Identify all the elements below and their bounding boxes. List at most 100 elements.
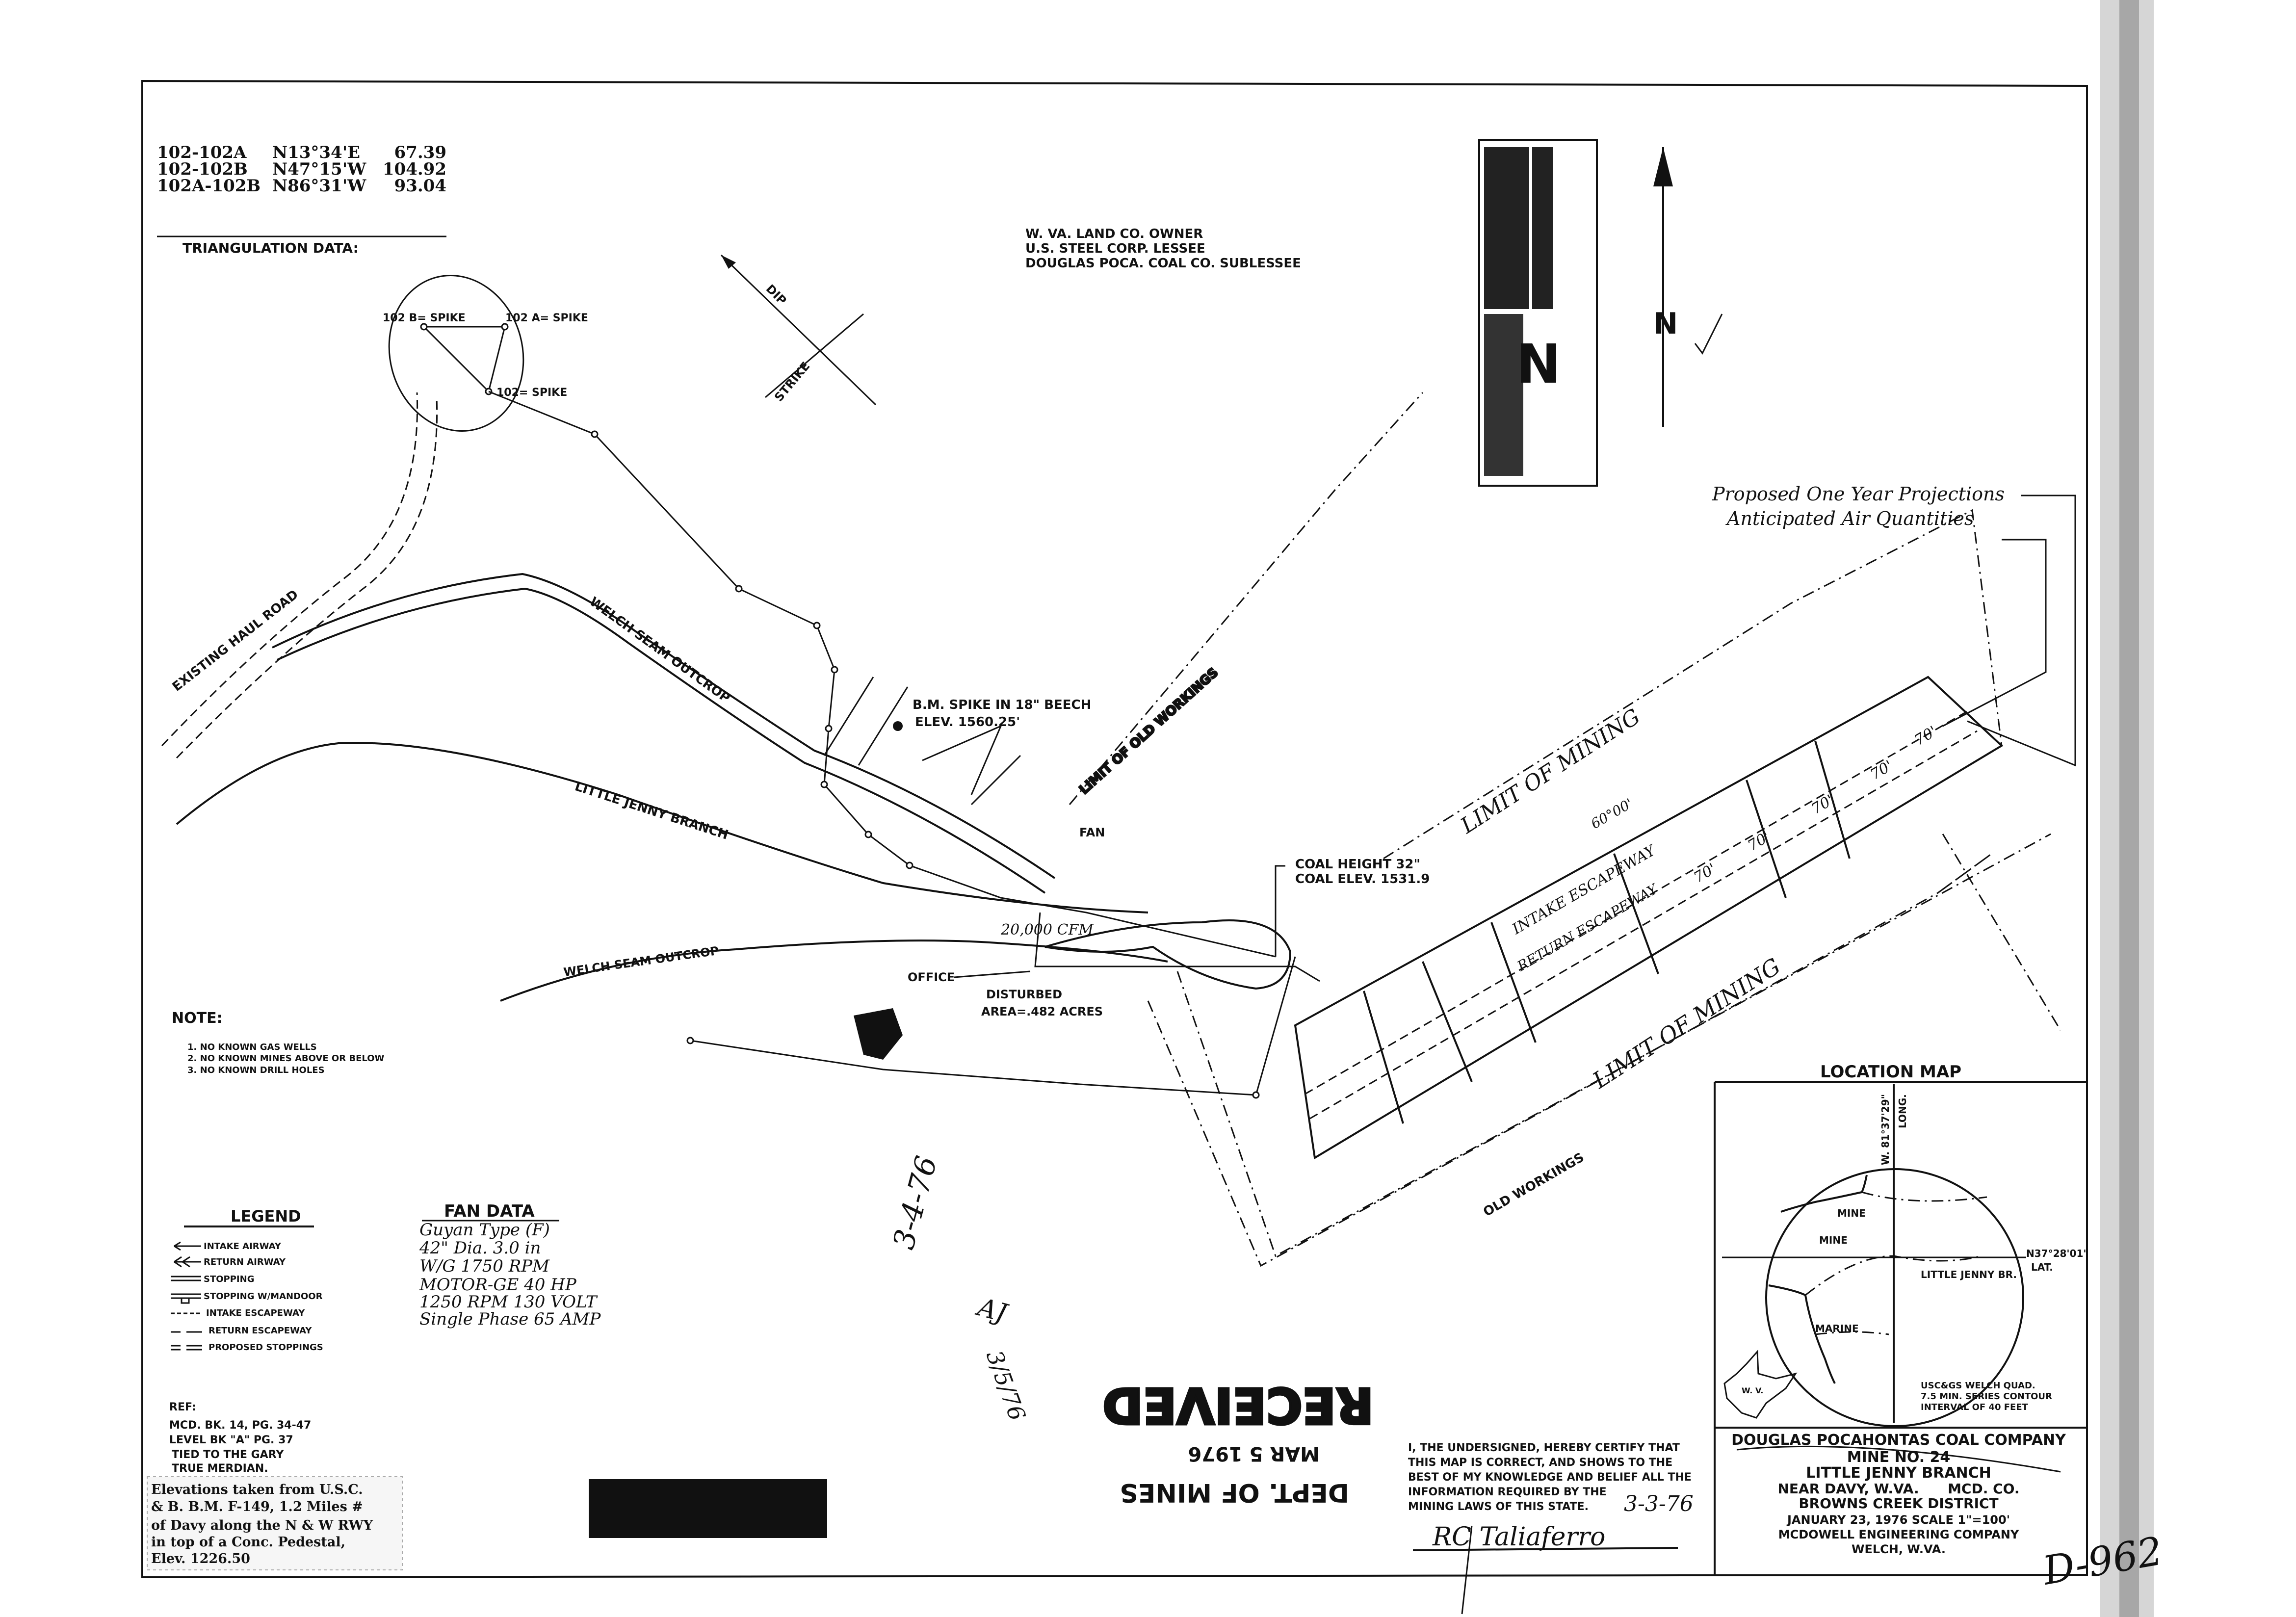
marine-label: MARINE bbox=[1815, 1323, 1859, 1334]
elevation-line: Elev. 1226.50 bbox=[151, 1551, 250, 1566]
mine-panel: INTAKE ESCAPEWAY RETURN ESCAPEWAY 60°00'… bbox=[1294, 676, 2004, 1160]
company-name: DOUGLAS POCAHONTAS COAL COMPANY bbox=[1731, 1432, 2066, 1449]
old-workings-entries: LIMIT OF OLD WORKINGS bbox=[823, 391, 1424, 806]
welch-outcrop-lower-label: WELCH SEAM OUTCROP bbox=[563, 944, 720, 979]
tri-distance: 104.92 bbox=[383, 159, 446, 179]
source-line: 7.5 MIN. SERIES CONTOUR bbox=[1921, 1391, 2052, 1402]
tri-bearing: N86°31'W bbox=[272, 176, 366, 196]
fan-data-line: 42" Dia. 3.0 in bbox=[419, 1238, 541, 1258]
limit-mining-lower-label: LIMIT OF MINING bbox=[1588, 953, 1785, 1094]
redacted-block bbox=[589, 1479, 827, 1538]
sublessee: DOUGLAS POCA. COAL CO. SUBLESSEE bbox=[1025, 256, 1301, 271]
coal-elev-label: COAL ELEV. 1531.9 bbox=[1295, 872, 1430, 887]
mine-location: NEAR DAVY, W.VA. MCD. CO. bbox=[1778, 1481, 2020, 1497]
disturbed-label-2: AREA=.482 ACRES bbox=[981, 1005, 1103, 1018]
longitude-label: LONG. bbox=[1897, 1094, 1908, 1128]
triangulation-title: TRIANGULATION DATA: bbox=[183, 240, 359, 256]
bearing-label: 60°00' bbox=[1588, 795, 1636, 832]
district: BROWNS CREEK DISTRICT bbox=[1799, 1495, 1998, 1512]
legend-item: INTAKE ESCAPEWAY bbox=[206, 1308, 305, 1318]
mine-number: MINE NO. 24 bbox=[1847, 1449, 1951, 1466]
crosscut-label: 70' bbox=[1912, 723, 1940, 749]
office-label: OFFICE bbox=[908, 970, 955, 984]
note-title: NOTE: bbox=[172, 1010, 223, 1027]
location-map: LOCATION MAP W. 81°37'29" LONG. N37°28'0… bbox=[1722, 1062, 2088, 1427]
tri-line: 102-102B bbox=[157, 159, 248, 179]
fan-data: FAN DATA Guyan Type (F) 42" Dia. 3.0 in … bbox=[419, 1201, 601, 1329]
old-workings-boundary bbox=[1147, 834, 2061, 1267]
fan-data-line: MOTOR-GE 40 HP bbox=[419, 1275, 577, 1295]
crosscut-label: 70' bbox=[1868, 757, 1896, 783]
elevation-line: & B. B.M. F-149, 1.2 Miles # bbox=[151, 1499, 363, 1514]
limit-of-mining-lower bbox=[1176, 833, 2051, 1257]
note-item: 2. NO KNOWN MINES ABOVE OR BELOW bbox=[187, 1053, 384, 1064]
existing-haul-road bbox=[161, 392, 418, 747]
lessee: U.S. STEEL CORP. LESSEE bbox=[1025, 241, 1205, 256]
fan-data-line: Single Phase 65 AMP bbox=[419, 1309, 601, 1329]
note-item: 3. NO KNOWN DRILL HOLES bbox=[187, 1065, 325, 1075]
legend: LEGEND INTAKE AIRWAY RETURN AIRWAY STOPP… bbox=[171, 1207, 323, 1353]
certification: I, THE UNDERSIGNED, HEREBY CERTIFY THAT … bbox=[1408, 1442, 1694, 1615]
sheet-border bbox=[141, 79, 2088, 1579]
triangulation-figure: 102 B= SPIKE 102 A= SPIKE 102= SPIKE bbox=[383, 275, 588, 432]
date-scale: JANUARY 23, 1976 SCALE 1"=100' bbox=[1786, 1513, 2010, 1527]
legend-item: INTAKE AIRWAY bbox=[204, 1241, 282, 1252]
ref-line: TIED TO THE GARY bbox=[172, 1449, 284, 1461]
handwritten-initials-date-2: 3/5/76 bbox=[981, 1347, 1031, 1424]
legend-item: RETURN ESCAPEWAY bbox=[209, 1326, 312, 1336]
triangulation-table: 102-102A N13°34'E 67.39 102-102B N47°15'… bbox=[157, 143, 446, 256]
fan-data-line: Guyan Type (F) bbox=[419, 1220, 550, 1240]
west-virginia-outline-icon bbox=[1723, 1350, 1798, 1419]
ref-line: LEVEL BK "A" PG. 37 bbox=[169, 1434, 293, 1446]
source-line: INTERVAL OF 40 FEET bbox=[1921, 1402, 2029, 1412]
cert-line: INFORMATION REQUIRED BY THE bbox=[1408, 1486, 1607, 1498]
ref-line: MCD. BK. 14, PG. 34-47 bbox=[169, 1419, 311, 1432]
projection-leader bbox=[1942, 495, 2076, 767]
cert-line: THIS MAP IS CORRECT, AND SHOWS TO THE bbox=[1408, 1457, 1672, 1469]
legend-item: RETURN AIRWAY bbox=[204, 1257, 286, 1267]
legend-title: LEGEND bbox=[231, 1207, 301, 1226]
reference-notes: REF: MCD. BK. 14, PG. 34-47 LEVEL BK "A"… bbox=[169, 1401, 311, 1475]
elevation-line: Elevations taken from U.S.C. bbox=[151, 1482, 363, 1497]
longitude: W. 81°37'29" bbox=[1879, 1094, 1891, 1165]
dip-label: DIP bbox=[763, 282, 789, 308]
owner: W. VA. LAND CO. OWNER bbox=[1025, 227, 1203, 241]
welch-seam-outcrop-lower bbox=[500, 939, 1168, 1002]
latitude-label: LAT. bbox=[2031, 1261, 2053, 1273]
tri-distance: 93.04 bbox=[394, 176, 446, 196]
latitude: N37°28'01" bbox=[2026, 1248, 2088, 1259]
handwritten-initials: AJ bbox=[973, 1292, 1012, 1329]
disturbed-label-1: DISTURBED bbox=[986, 988, 1062, 1001]
haul-road-label: EXISTING HAUL ROAD bbox=[170, 587, 301, 695]
crosscut-label: 70' bbox=[1745, 828, 1774, 855]
fan-data-title: FAN DATA bbox=[444, 1201, 535, 1221]
state-label: W. V. bbox=[1742, 1386, 1763, 1395]
benchmark-label-1: B.M. SPIKE IN 18" BEECH bbox=[913, 698, 1091, 712]
mine-2-label: MINE bbox=[1819, 1234, 1848, 1246]
limit-old-workings-label: LIMIT OF OLD WORKINGS bbox=[1077, 665, 1221, 797]
north-arrow: N N bbox=[1478, 139, 1723, 487]
handwritten-initials-date: 3-4-76 bbox=[887, 1152, 944, 1253]
fan-label: FAN bbox=[1079, 826, 1105, 839]
title-block: DOUGLAS POCAHONTAS COAL COMPANY MINE NO.… bbox=[1731, 1432, 2066, 1556]
engineer: MCDOWELL ENGINEERING COMPANY bbox=[1778, 1528, 2019, 1541]
legend-item: STOPPING bbox=[204, 1274, 254, 1284]
tri-line: 102-102A bbox=[157, 143, 247, 162]
legend-item: PROPOSED STOPPINGS bbox=[209, 1342, 323, 1353]
stamp-dept: DEPT. OF MINES bbox=[1120, 1478, 1349, 1507]
title-block-frame bbox=[1714, 1081, 2087, 1575]
scan-blot bbox=[854, 1008, 903, 1060]
cert-line: MINING LAWS OF THIS STATE. bbox=[1408, 1501, 1589, 1513]
benchmark-icon bbox=[893, 721, 903, 731]
tri-distance: 67.39 bbox=[394, 143, 446, 162]
stamp-received: RECEIVED bbox=[1102, 1377, 1374, 1434]
ref-title: REF: bbox=[169, 1401, 196, 1413]
notes: NOTE: 1. NO KNOWN GAS WELLS 2. NO KNOWN … bbox=[172, 1010, 384, 1075]
benchmark-label-2: ELEV. 1560.25' bbox=[915, 715, 1020, 730]
signature: RC Taliaferro bbox=[1432, 1522, 1605, 1552]
location-map-title: LOCATION MAP bbox=[1820, 1062, 1961, 1082]
ownership-notes: W. VA. LAND CO. OWNER U.S. STEEL CORP. L… bbox=[1025, 227, 1301, 271]
cert-line: I, THE UNDERSIGNED, HEREBY CERTIFY THAT bbox=[1408, 1442, 1680, 1454]
little-jenny-br-label: LITTLE JENNY BR. bbox=[1921, 1269, 2017, 1280]
